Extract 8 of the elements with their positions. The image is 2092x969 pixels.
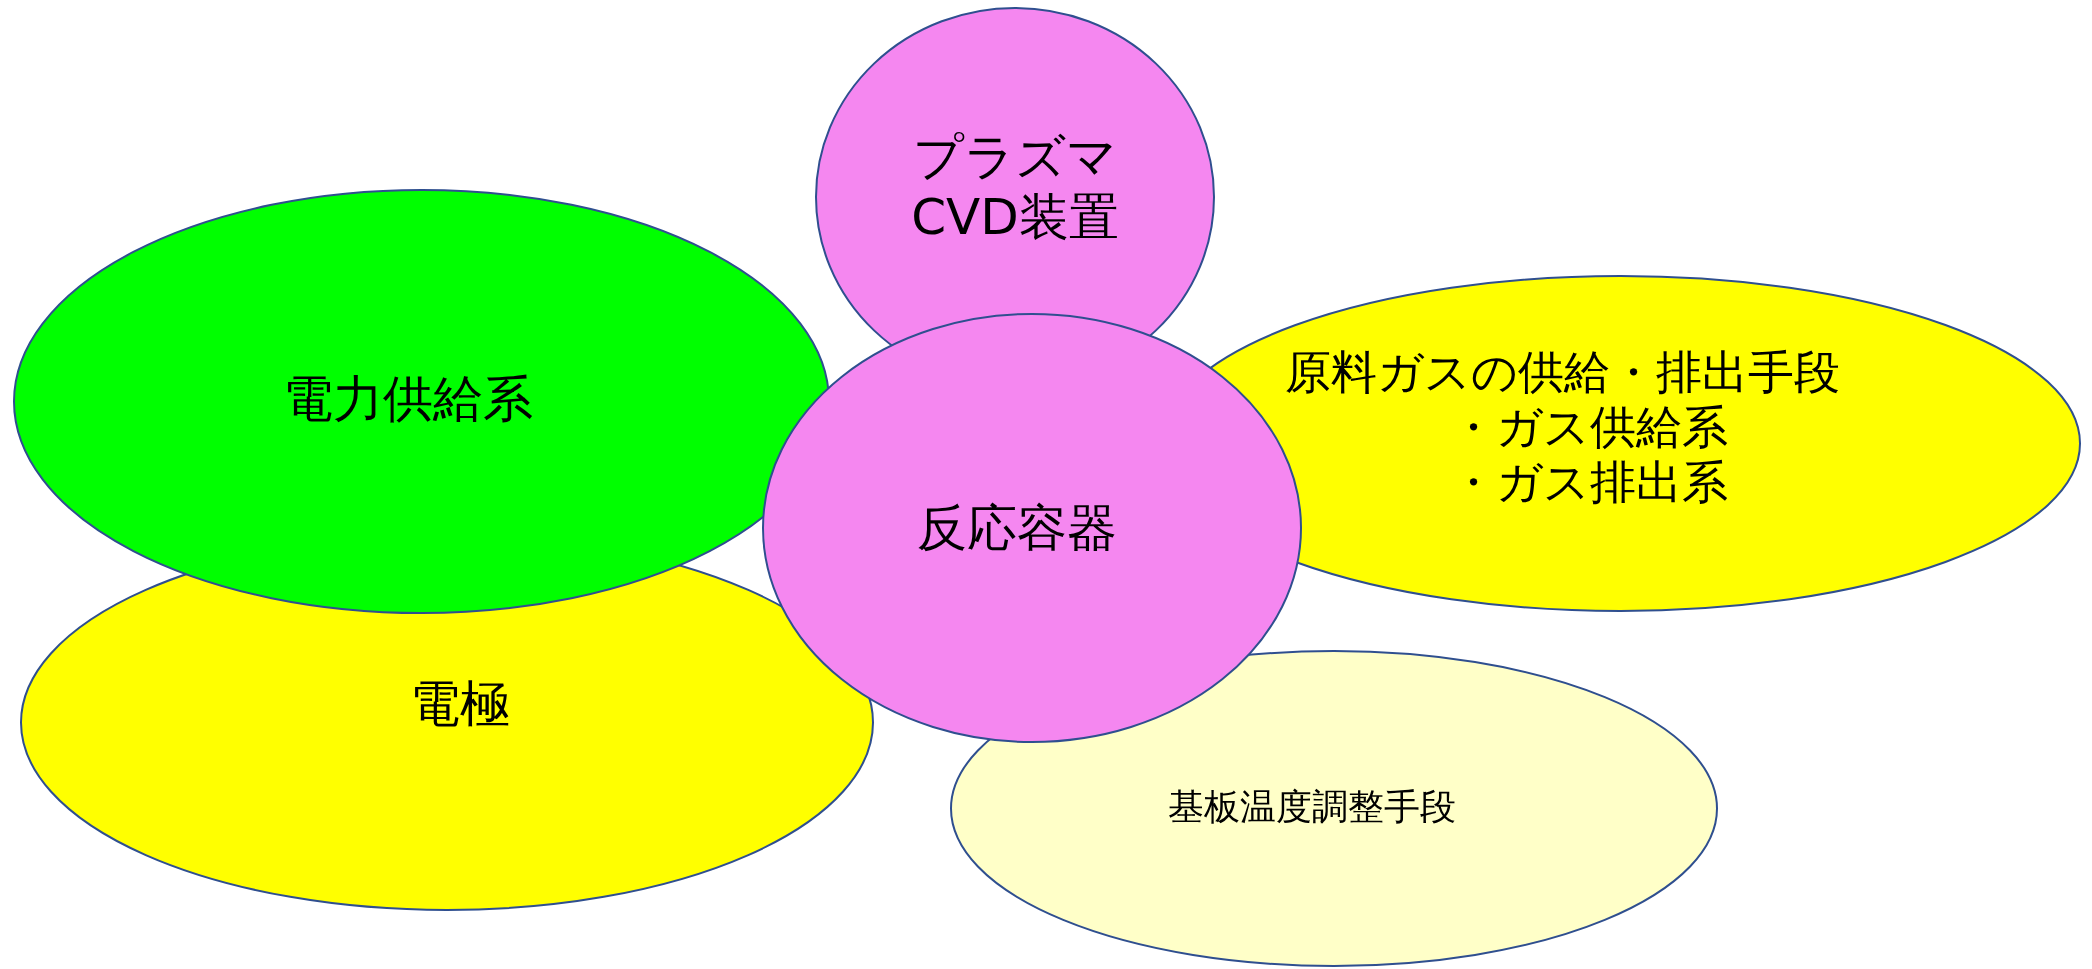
node-text: 電力供給系	[283, 369, 533, 429]
node-text: 基板温度調整手段	[1168, 785, 1456, 829]
node-text: プラズマCVD装置	[910, 127, 1120, 247]
node-text: 反応容器	[917, 498, 1117, 558]
node-text: 電極	[410, 674, 510, 734]
node-text: ・ガス供給系	[1450, 400, 1729, 456]
node-text: ・ガス排出系	[1450, 455, 1729, 511]
node-text: 原料ガスの供給・排出手段	[1285, 345, 1840, 401]
